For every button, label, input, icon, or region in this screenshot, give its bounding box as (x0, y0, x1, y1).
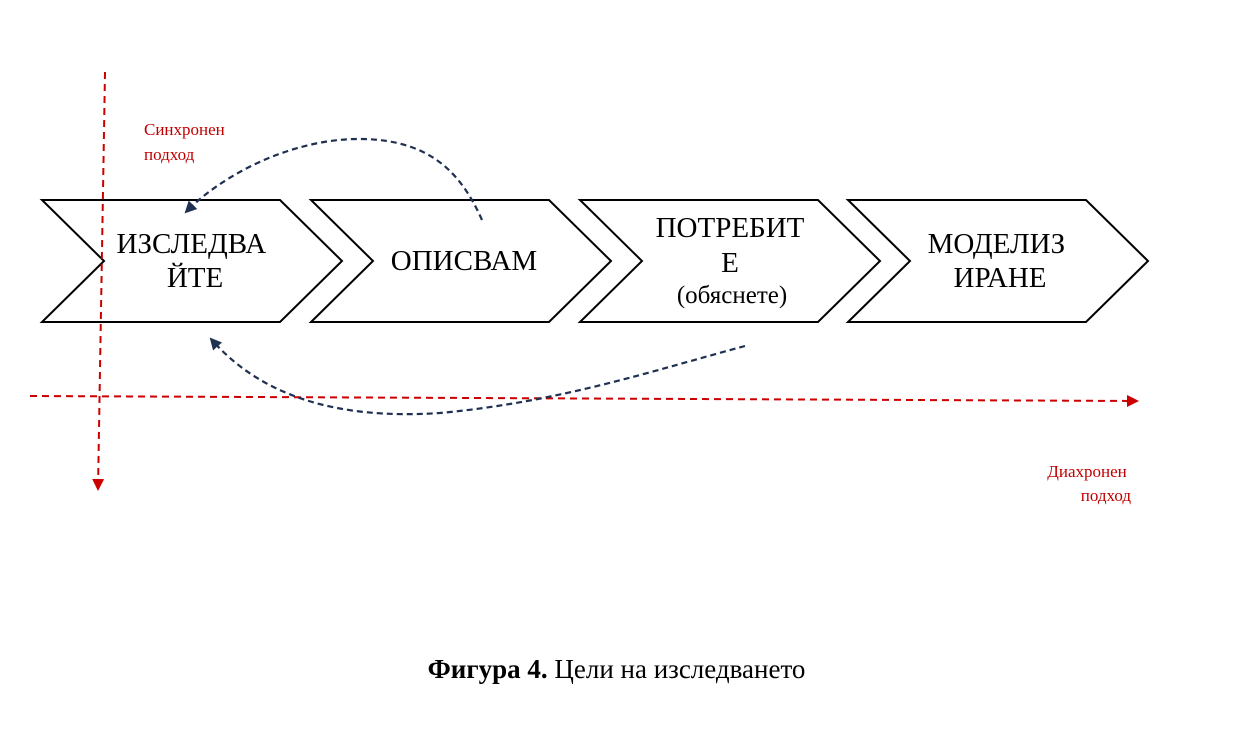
chevron-3-line-3: (обяснете) (677, 282, 787, 309)
diachronic-approach-label: Диахронен подход (1047, 462, 1131, 505)
chevron-4-text: МОДЕЛИЗ ИРАНЕ (928, 228, 1073, 294)
figure-caption-number: Фигура 4. (427, 654, 548, 684)
chevron-2-text: ОПИСВАМ (391, 245, 537, 277)
diachronic-axis-arrow (29, 394, 1139, 407)
diachronic-label-line-1: Диахронен (1047, 462, 1126, 481)
chevron-3-line-1: ПОТРЕБИТ (656, 212, 805, 244)
feedback-arrow-top (184, 137, 484, 221)
feedback-arrow-bottom (209, 337, 746, 416)
synchronic-label-line-1: Синхронен (144, 120, 225, 139)
synchronic-label-line-2: подход (144, 145, 195, 164)
chevron-4-shape (845, 199, 1150, 323)
chevron-1-shape (39, 199, 344, 323)
chevron-3-line-2: Е (721, 247, 739, 279)
chevron-4: МОДЕЛИЗ ИРАНЕ (845, 199, 1150, 323)
chevron-3-text: ПОТРЕБИТ Е (обяснете) (656, 212, 809, 309)
synchronic-axis-arrow (92, 71, 106, 491)
chevron-2-shape (308, 199, 613, 323)
chevron-2-line-1: ОПИСВАМ (391, 245, 537, 277)
chevron-2: ОПИСВАМ (308, 199, 613, 323)
chevron-1-line-1: ИЗСЛЕДВА (117, 228, 267, 260)
chevron-1: ИЗСЛЕДВА ЙТЕ (39, 199, 344, 323)
chevron-4-line-1: МОДЕЛИЗ (928, 228, 1066, 260)
chevron-3: ПОТРЕБИТ Е (обяснете) (577, 199, 882, 323)
diachronic-label-line-2: подход (1081, 486, 1132, 505)
figure-caption-text: Цели на изследването (547, 654, 806, 684)
synchronic-approach-label: Синхронен подход (144, 120, 229, 164)
chevron-3-shape (577, 199, 882, 323)
figure-caption: Фигура 4. Цели на изследването (0, 653, 1233, 685)
chevron-4-line-2: ИРАНЕ (954, 262, 1047, 294)
chevron-1-text: ИЗСЛЕДВА ЙТЕ (117, 228, 274, 294)
chevron-1-line-2: ЙТЕ (167, 262, 223, 294)
